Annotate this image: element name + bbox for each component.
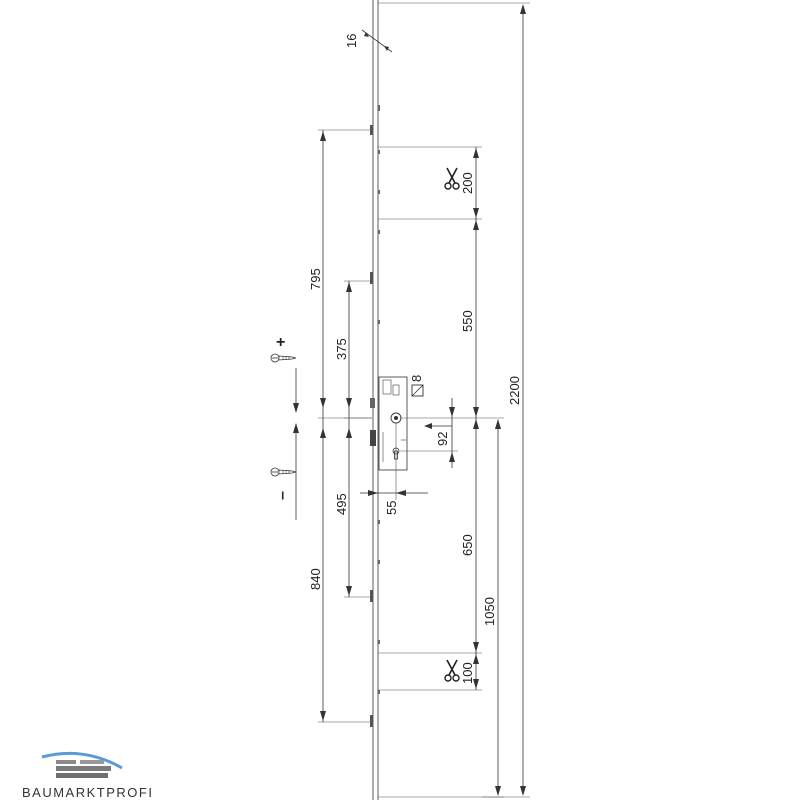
brand-logo: BAUMARKTPROFI bbox=[22, 751, 153, 800]
dim-1050 bbox=[482, 417, 504, 798]
dim-55 bbox=[360, 423, 428, 500]
dim-550-label: 550 bbox=[460, 310, 475, 332]
dim-chain-right bbox=[378, 146, 482, 691]
scissors-icon bbox=[444, 659, 460, 682]
dim-795-label: 795 bbox=[308, 268, 323, 290]
dim-1050-label: 1050 bbox=[482, 597, 497, 626]
dim-375-label: 375 bbox=[334, 338, 349, 360]
dim-chain-left-outer bbox=[318, 129, 372, 723]
adjust-arrows bbox=[293, 368, 299, 520]
screw-icon bbox=[270, 467, 297, 477]
square-spindle-icon bbox=[411, 384, 424, 397]
dim-200-label: 200 bbox=[460, 172, 475, 194]
plus-sign: + bbox=[276, 334, 285, 351]
screw-icon bbox=[270, 353, 297, 363]
dim-92 bbox=[400, 398, 458, 468]
dim-16 bbox=[361, 29, 393, 53]
logo-text: BAUMARKTPROFI bbox=[22, 785, 153, 800]
dim-8-label: 8 bbox=[409, 375, 424, 382]
dim-2200-label: 2200 bbox=[507, 376, 522, 405]
dim-840-label: 840 bbox=[308, 568, 323, 590]
dim-2200 bbox=[378, 2, 530, 798]
dim-495-label: 495 bbox=[334, 493, 349, 515]
scissors-icon bbox=[444, 167, 460, 190]
dim-55-label: 55 bbox=[384, 501, 399, 515]
dim-16-label: 16 bbox=[344, 34, 359, 48]
lock-case bbox=[370, 376, 408, 471]
dim-100-label: 100 bbox=[460, 662, 475, 684]
dim-chain-left-inner bbox=[344, 280, 372, 598]
dim-92-label: 92 bbox=[435, 432, 450, 446]
minus-sign: – bbox=[274, 491, 291, 500]
dim-650-label: 650 bbox=[460, 534, 475, 556]
